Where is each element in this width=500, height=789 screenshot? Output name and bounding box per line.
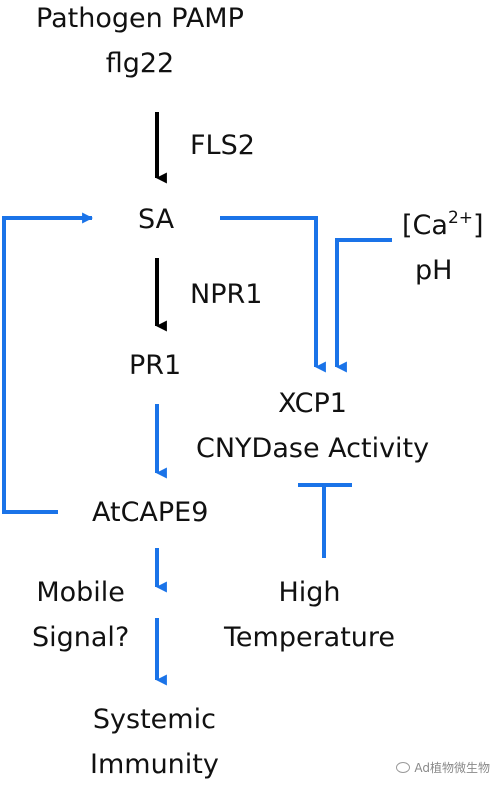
node-high-temperature-line1: High	[278, 577, 341, 608]
node-systemic-immunity-line2: Immunity	[90, 749, 219, 780]
node-mobile-signal: Mobile Signal?	[32, 576, 129, 655]
edge-label-fls2: FLS2	[190, 130, 255, 161]
node-mobile-signal-line1: Mobile	[36, 577, 125, 608]
node-xcp1-line2: CNYDase Activity	[196, 433, 430, 464]
node-ca-superscript: 2+	[447, 208, 473, 228]
node-sa: SA	[138, 204, 175, 235]
arrow-ca-ph-to-xcp1	[335, 238, 392, 373]
node-pathogen-pamp-line1: Pathogen PAMP	[36, 3, 244, 34]
node-high-temperature: High Temperature	[224, 576, 395, 655]
node-ca-close: ]	[473, 210, 484, 241]
node-xcp1-line1: XCP1	[278, 388, 347, 419]
node-pr1: PR1	[129, 350, 182, 381]
node-ca-ph: [Ca2+] pH	[402, 201, 484, 288]
node-pathogen-pamp-line2: flg22	[105, 48, 175, 79]
node-ca-base: [Ca	[402, 210, 448, 241]
node-high-temperature-line2: Temperature	[224, 622, 396, 653]
node-ph-label: pH	[415, 255, 453, 286]
arrow-sa-to-xcp1	[220, 216, 326, 373]
arrow-atcape9-feedback-to-sa	[2, 212, 94, 514]
node-systemic-immunity-line1: Systemic	[92, 704, 216, 735]
node-pathogen-pamp: Pathogen PAMP flg22	[36, 2, 244, 81]
watermark: Ad植物微生物	[396, 759, 490, 776]
node-mobile-signal-line2: Signal?	[32, 622, 130, 653]
watermark-text: Ad植物微生物	[414, 761, 490, 775]
node-xcp1: XCP1 CNYDase Activity	[196, 387, 429, 466]
wechat-icon	[396, 762, 411, 773]
edge-label-npr1: NPR1	[190, 279, 263, 310]
node-ca-label: [Ca2+]	[402, 201, 484, 243]
node-systemic-immunity: Systemic Immunity	[90, 703, 219, 782]
node-atcape9: AtCAPE9	[92, 497, 209, 528]
